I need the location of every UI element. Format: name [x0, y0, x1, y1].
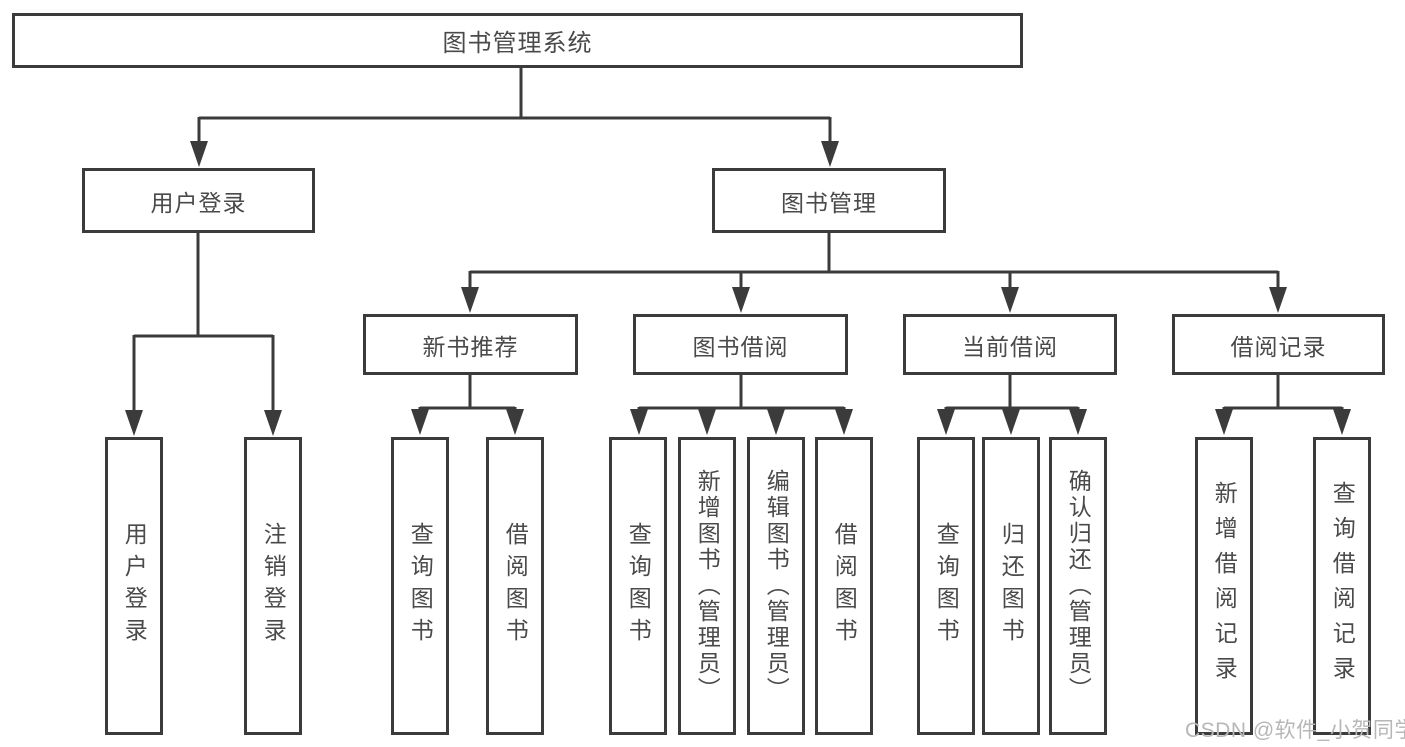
connector-lines	[132, 68, 1344, 412]
leaf-borrow-books-recommend: 借阅图书	[486, 437, 544, 735]
leaf-label: 查询图书	[625, 522, 652, 650]
leaf-add-borrow-record: 新增借阅记录	[1195, 437, 1253, 735]
arrowhead-icons	[125, 141, 1351, 436]
leaf-label: 注销登录	[260, 522, 287, 650]
leaf-label: 借阅图书	[831, 522, 858, 650]
leaf-label: 归还图书	[998, 522, 1025, 650]
leaf-query-books-recommend: 查询图书	[391, 437, 449, 735]
node-book-management: 图书管理	[712, 168, 946, 233]
leaf-edit-book-admin: 编辑图书（管理员）	[747, 437, 805, 735]
leaf-label: 查询图书	[407, 522, 434, 650]
csdn-watermark: CSDN @软件_小贺同学	[1185, 719, 1405, 742]
leaf-label: 确认归还（管理员）	[1065, 469, 1092, 703]
leaf-label: 查询借阅记录	[1329, 481, 1356, 691]
leaf-label: 用户登录	[121, 522, 148, 650]
leaf-return-book: 归还图书	[982, 437, 1040, 735]
leaf-query-books-borrow: 查询图书	[609, 437, 667, 735]
node-book-borrow: 图书借阅	[633, 314, 848, 375]
leaf-label: 查询图书	[933, 522, 960, 650]
leaf-confirm-return-admin: 确认归还（管理员）	[1049, 437, 1107, 735]
node-library-management-system: 图书管理系统	[12, 13, 1023, 68]
leaf-label: 编辑图书（管理员）	[763, 469, 790, 703]
leaf-label: 新增借阅记录	[1211, 481, 1238, 691]
leaf-borrow-books: 借阅图书	[815, 437, 873, 735]
node-current-borrow: 当前借阅	[903, 314, 1117, 375]
leaf-label: 新增图书（管理员）	[694, 469, 721, 703]
node-borrow-records: 借阅记录	[1172, 314, 1385, 375]
leaf-label: 借阅图书	[502, 522, 529, 650]
leaf-query-books-current: 查询图书	[917, 437, 975, 735]
leaf-logout: 注销登录	[244, 437, 302, 735]
leaf-user-login: 用户登录	[105, 437, 163, 735]
node-user-login: 用户登录	[82, 168, 315, 233]
leaf-query-borrow-record: 查询借阅记录	[1313, 437, 1371, 735]
node-new-book-recommend: 新书推荐	[363, 314, 578, 375]
leaf-add-book-admin: 新增图书（管理员）	[678, 437, 736, 735]
